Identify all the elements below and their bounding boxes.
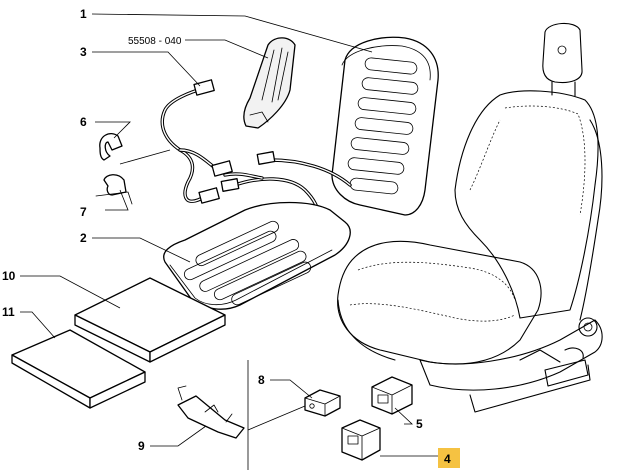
leader-lines: [20, 13, 438, 470]
callout-5: 5: [416, 417, 423, 431]
backrest-heater-pad: [331, 36, 439, 216]
heater-switch-5: [371, 376, 413, 415]
bracket-clip: [95, 174, 133, 205]
part-number-label: 55508 - 040: [128, 36, 182, 47]
callout-11: 11: [2, 305, 15, 319]
harness-clip: [99, 133, 123, 161]
switch-module: [304, 389, 341, 417]
heater-switch-4: [341, 419, 381, 461]
seat-assembly: [337, 22, 603, 413]
callout-7: 7: [80, 205, 87, 219]
cushion-heater-pad: [163, 201, 351, 310]
callout-labels: 1 55508 - 040 3 6 7 2 10 11 8 9 5 4: [2, 7, 460, 468]
side-trim-panel: [243, 37, 296, 129]
callout-4: 4: [444, 452, 451, 466]
callout-4-highlight: [438, 448, 460, 468]
foam-pad-lower: [11, 329, 146, 409]
foam-pad-upper: [74, 277, 226, 363]
callout-9: 9: [138, 439, 145, 453]
callout-8: 8: [258, 373, 265, 387]
callout-10: 10: [2, 269, 16, 283]
mounting-bracket: [177, 385, 245, 439]
callout-1: 1: [80, 7, 87, 21]
callout-2: 2: [80, 231, 87, 245]
callout-6: 6: [80, 115, 87, 129]
callout-3: 3: [80, 45, 87, 59]
